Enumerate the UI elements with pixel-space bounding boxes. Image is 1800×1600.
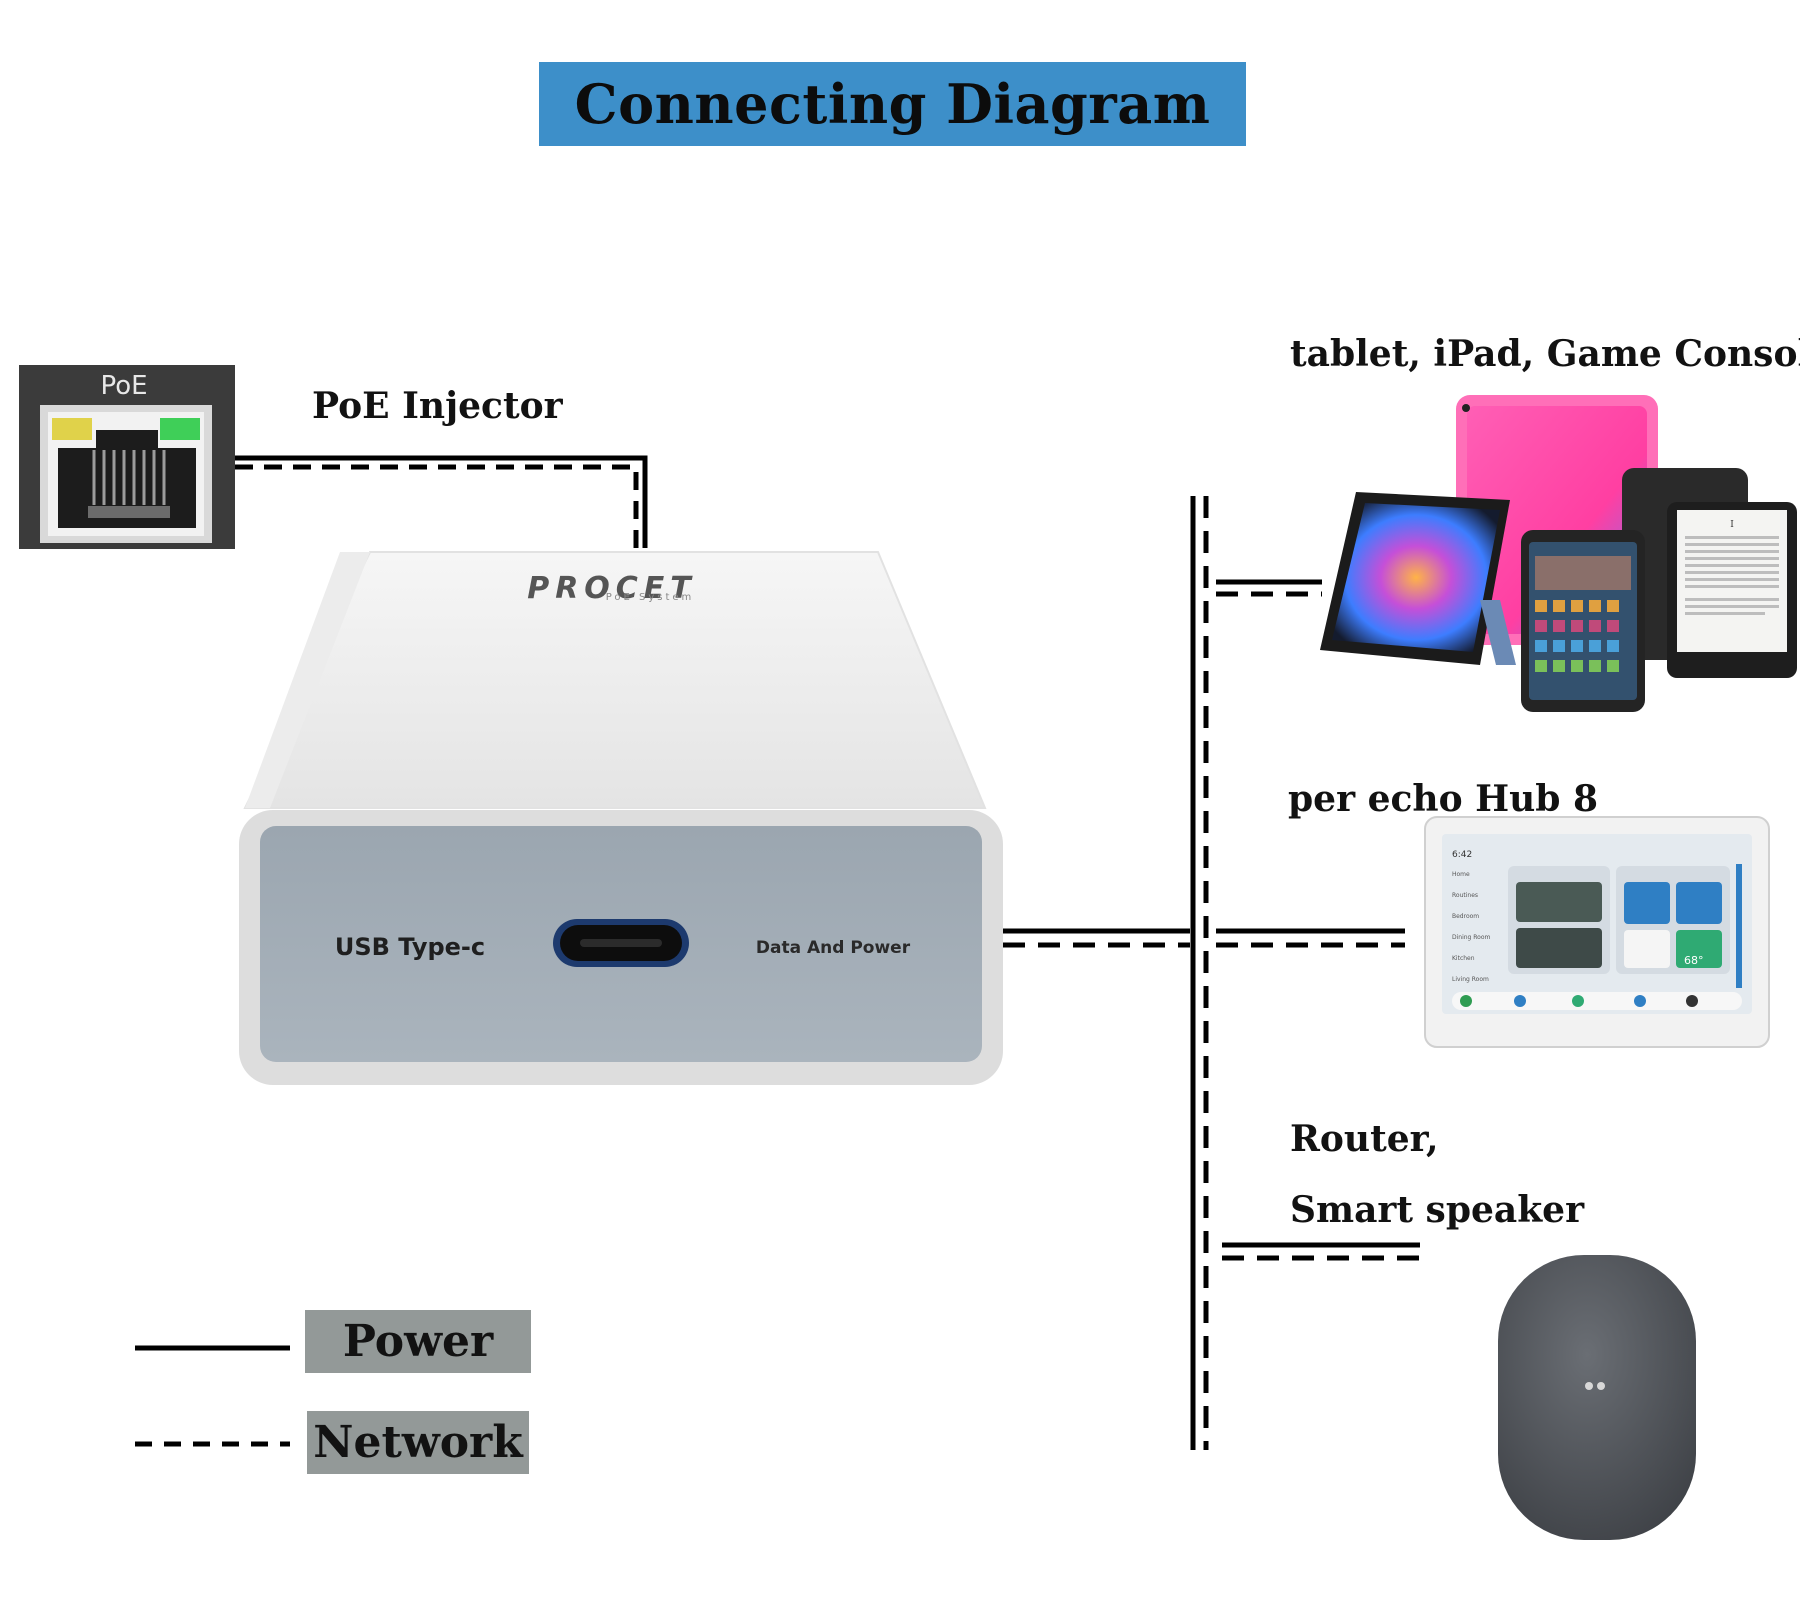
- poe-port-icon: PoE: [19, 365, 235, 549]
- echo-hub-label: per echo Hub 8: [1288, 778, 1599, 820]
- brand-sub-logo: PoE System: [606, 592, 695, 603]
- smart-speaker-label: Smart speaker: [1290, 1189, 1585, 1231]
- kindle-page-heading: I: [1730, 520, 1734, 530]
- hub-sidebar-dining-room: Dining Room: [1452, 934, 1491, 941]
- hub-sidebar-home: Home: [1452, 871, 1470, 878]
- legend-power-label: Power: [342, 1316, 494, 1367]
- poe-port-label: PoE: [100, 371, 147, 401]
- vertical-bus: [1190, 496, 1209, 1450]
- hub-temperature: 68°: [1684, 954, 1704, 967]
- poe-connection-lines: [235, 455, 648, 548]
- legend-lines: [135, 1345, 290, 1447]
- tablets-image: I: [1320, 395, 1797, 712]
- hub-sidebar-kitchen: Kitchen: [1452, 955, 1475, 962]
- data-and-power-label: Data And Power: [756, 938, 911, 958]
- title-banner: Connecting Diagram: [539, 62, 1246, 146]
- smart-speaker-image: [1498, 1255, 1696, 1540]
- legend-network-label: Network: [313, 1417, 523, 1468]
- usb-type-c-label: USB Type-c: [335, 933, 485, 961]
- legend-network-box: Network: [307, 1411, 529, 1474]
- branch-tablets: [1216, 579, 1322, 597]
- poe-injector-label: PoE Injector: [312, 385, 563, 427]
- hub-sidebar-living-room: Living Room: [1452, 976, 1489, 983]
- diagram-title: Connecting Diagram: [574, 72, 1211, 136]
- device-to-bus-lines: [1003, 928, 1190, 948]
- brand-logo: PROCET: [527, 571, 697, 606]
- router-label: Router,: [1290, 1118, 1439, 1160]
- hub-sidebar-bedroom: Bedroom: [1452, 913, 1479, 920]
- branch-router-speaker: [1222, 1242, 1420, 1261]
- legend-power-box: Power: [305, 1310, 531, 1373]
- poe-usb-c-adapter: PROCET PoE System USB Type-c Data And Po…: [239, 551, 1003, 1085]
- tablets-label: tablet, iPad, Game Console: [1290, 333, 1800, 375]
- branch-echo-hub: [1216, 928, 1405, 948]
- hub-time: 6:42: [1452, 850, 1472, 860]
- hub-sidebar-routines: Routines: [1452, 892, 1478, 899]
- echo-hub-image: 6:42 Home Routines Bedroom Dining Room K…: [1424, 816, 1770, 1048]
